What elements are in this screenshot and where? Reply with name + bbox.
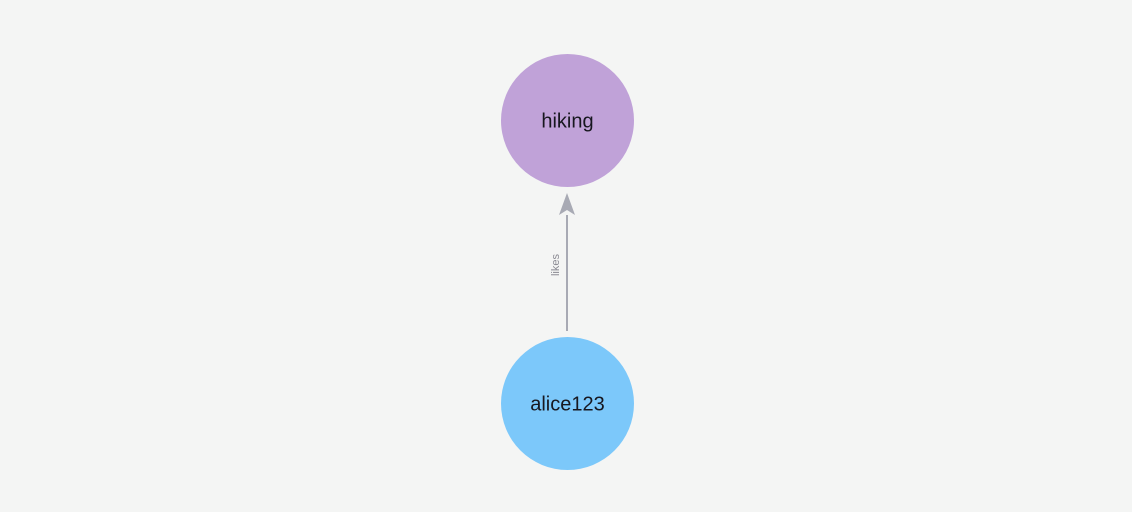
node-alice123-circle [501,337,634,470]
node-alice123[interactable]: alice123 [501,337,634,470]
node-hiking-circle [501,54,634,187]
edge-likes[interactable]: likes [550,193,575,331]
edge-likes-label: likes [550,254,562,277]
edge-likes-arrowhead-icon [559,193,575,215]
node-hiking[interactable]: hiking [501,54,634,187]
node-hiking-label: hiking [541,110,593,132]
node-alice123-label: alice123 [530,393,605,415]
